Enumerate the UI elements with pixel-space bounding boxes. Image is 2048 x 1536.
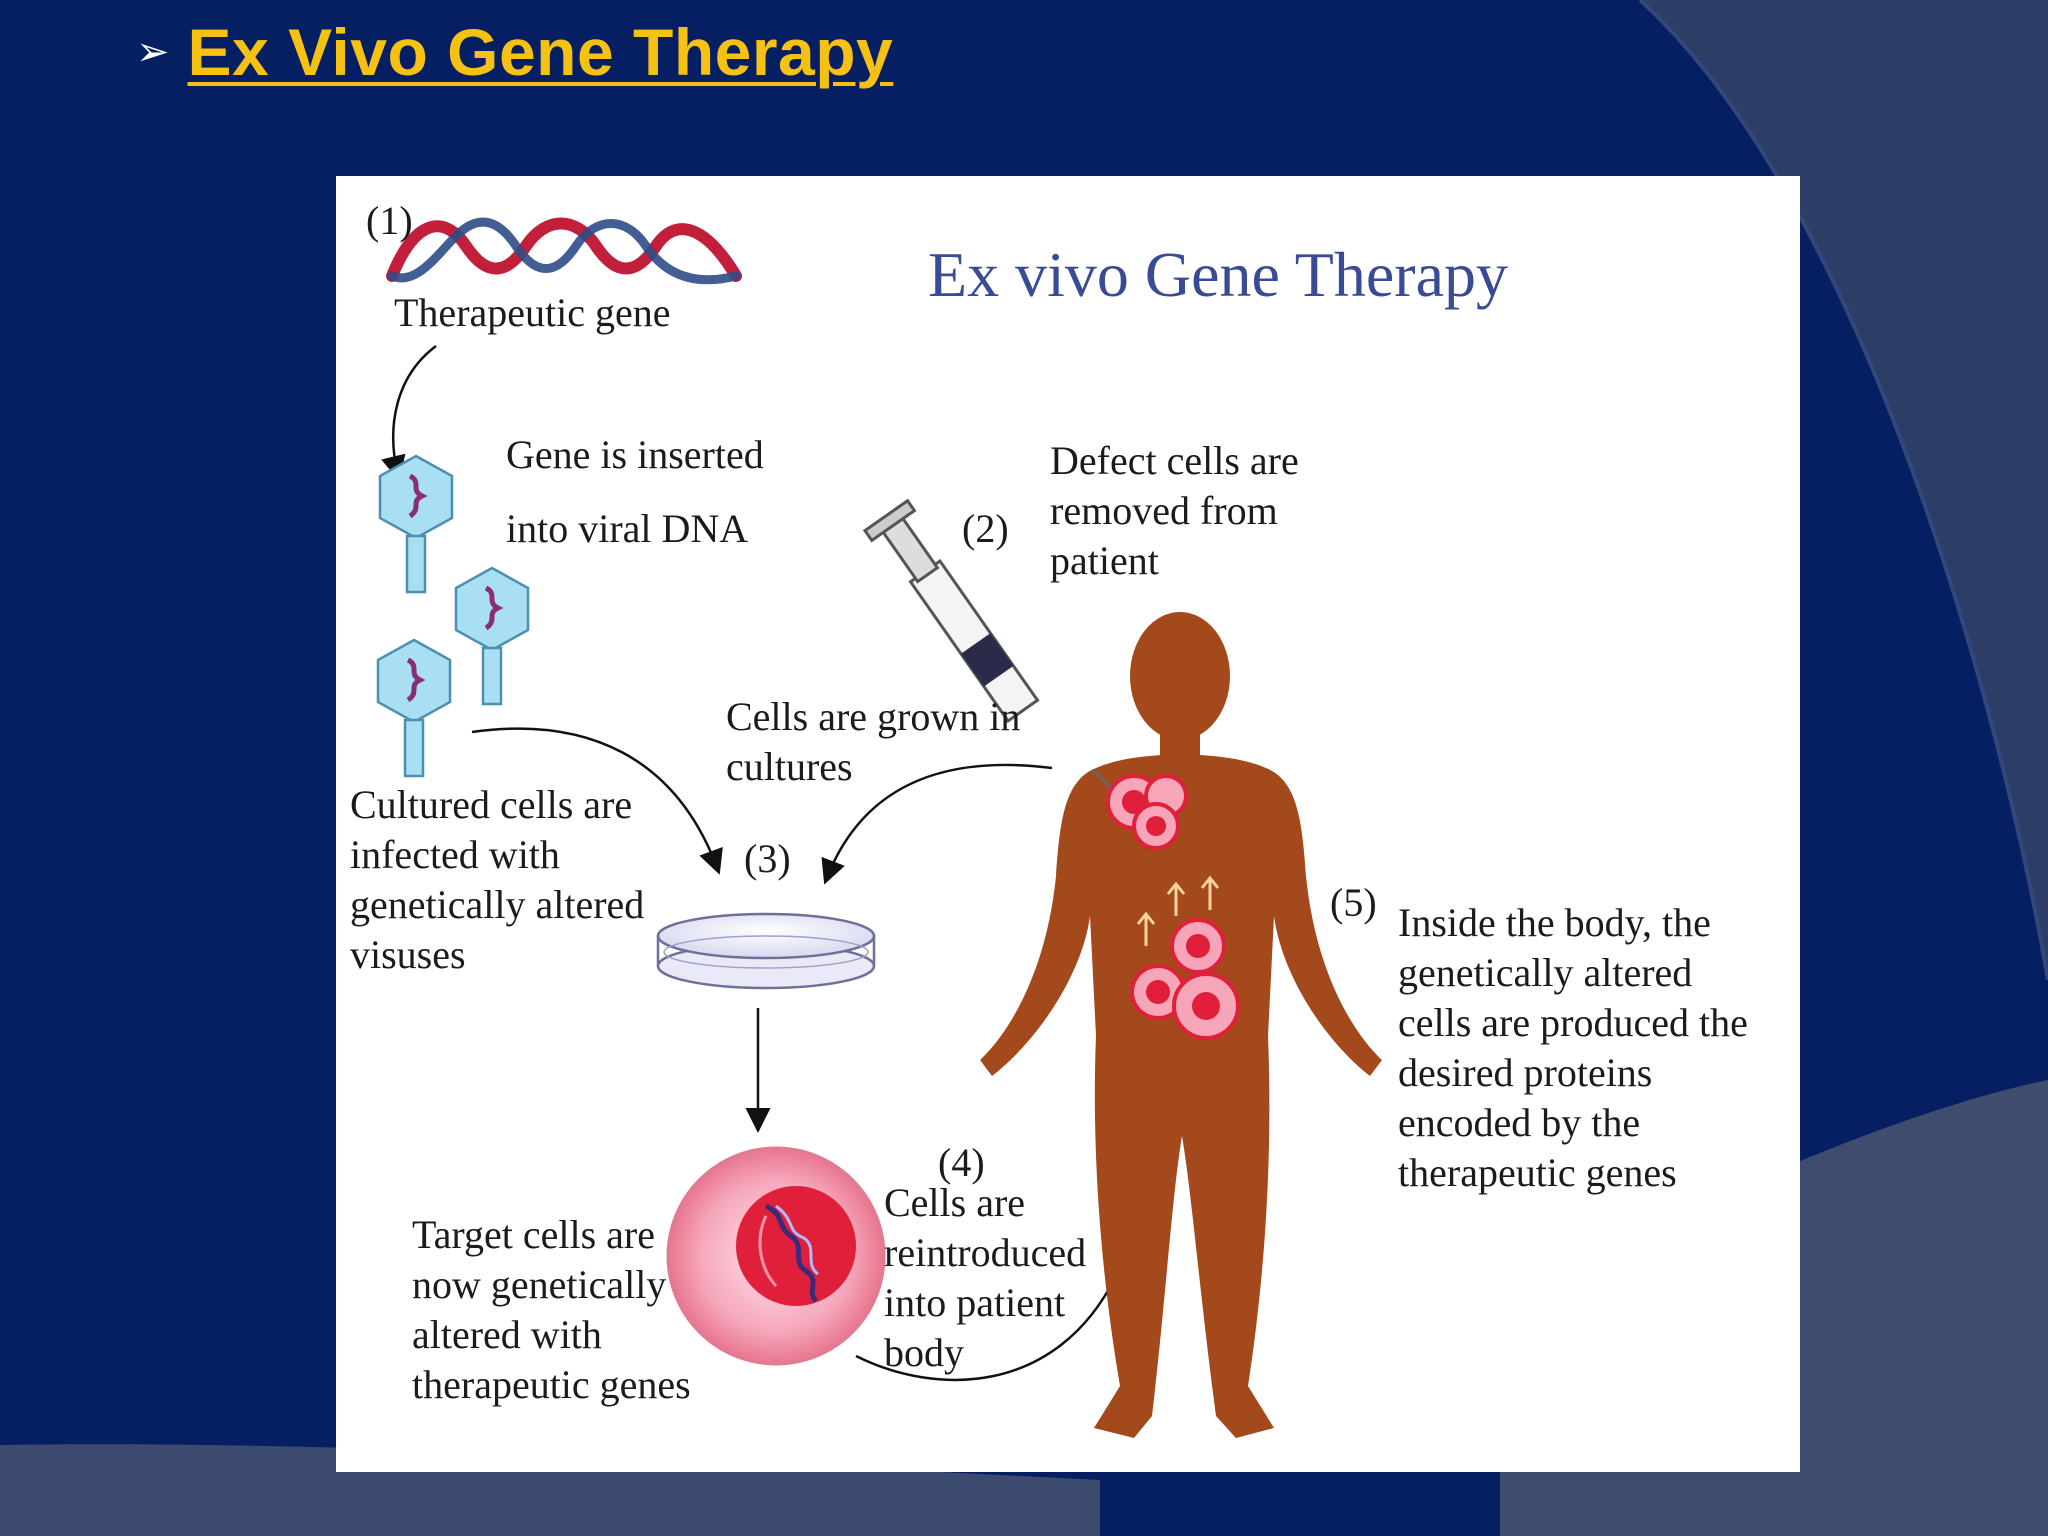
step-5-line: encoded by the <box>1398 1100 1641 1145</box>
step-4-line: into patient <box>884 1280 1066 1325</box>
grown-line: cultures <box>726 744 853 789</box>
infected-line: Cultured cells are <box>350 782 633 827</box>
step-4-line: body <box>884 1330 964 1375</box>
step-2-line: removed from <box>1050 488 1278 533</box>
step-2-line: patient <box>1050 538 1159 583</box>
step-1-label: Therapeutic gene <box>394 290 671 335</box>
arrow-virus-to-dish <box>471 727 723 875</box>
step-3-number: (3) <box>744 836 791 881</box>
figure-title: Ex vivo Gene Therapy <box>928 239 1508 310</box>
step-5-line: genetically altered <box>1398 950 1693 995</box>
petri-dish-icon <box>656 912 876 990</box>
arrow-bullet-icon: ➢ <box>136 29 170 75</box>
gene-therapy-figure: Ex vivo Gene Therapy (1) Therapeutic gen… <box>336 176 1800 1472</box>
virus-icon <box>376 638 452 778</box>
slide-title: Ex Vivo Gene Therapy <box>187 15 894 89</box>
syringe-icon <box>862 498 1144 818</box>
dna-helix-icon <box>386 217 742 285</box>
virus-icon <box>454 566 530 706</box>
step-1-number: (1) <box>366 198 413 243</box>
insert-label-line-2: into viral DNA <box>506 506 749 551</box>
slide-title-row: ➢ Ex Vivo Gene Therapy <box>136 14 893 90</box>
target-line: Target cells are <box>412 1212 655 1257</box>
step-5-line: desired proteins <box>1398 1050 1653 1095</box>
background-arc-line <box>1638 0 2048 981</box>
background-arc-top <box>1640 0 2048 980</box>
infected-line: infected with <box>350 832 560 877</box>
human-body-figure <box>980 612 1382 1438</box>
step-2-line: Defect cells are <box>1050 438 1299 483</box>
step-4-line: Cells are <box>884 1180 1026 1225</box>
step-5-number: (5) <box>1330 880 1377 925</box>
step-4-line: reintroduced <box>884 1230 1087 1275</box>
abdomen-cells-icon <box>1130 918 1240 1040</box>
upward-arrows-icon <box>1136 875 1220 946</box>
step-5-line: Inside the body, the <box>1398 900 1711 945</box>
step-2-number: (2) <box>962 506 1009 551</box>
arrow-gene-to-virus <box>381 345 437 481</box>
infected-line: genetically altered <box>350 882 645 927</box>
arrow-body-to-dish <box>821 763 1053 885</box>
infected-line: visuses <box>350 932 466 977</box>
chest-cells-icon <box>1106 774 1188 850</box>
target-line: therapeutic genes <box>412 1362 691 1407</box>
target-cell-icon <box>666 1146 886 1366</box>
step-5-line: cells are produced the <box>1398 1000 1748 1045</box>
grown-line: Cells are grown in <box>726 694 1021 739</box>
step-4-number: (4) <box>938 1140 985 1185</box>
insert-label-line-1: Gene is inserted <box>506 432 764 477</box>
virus-icon <box>378 454 454 594</box>
target-line: altered with <box>412 1312 602 1357</box>
step-5-line: therapeutic genes <box>1398 1150 1677 1195</box>
target-line: now genetically <box>412 1262 667 1307</box>
figure-illustration <box>376 217 1382 1438</box>
